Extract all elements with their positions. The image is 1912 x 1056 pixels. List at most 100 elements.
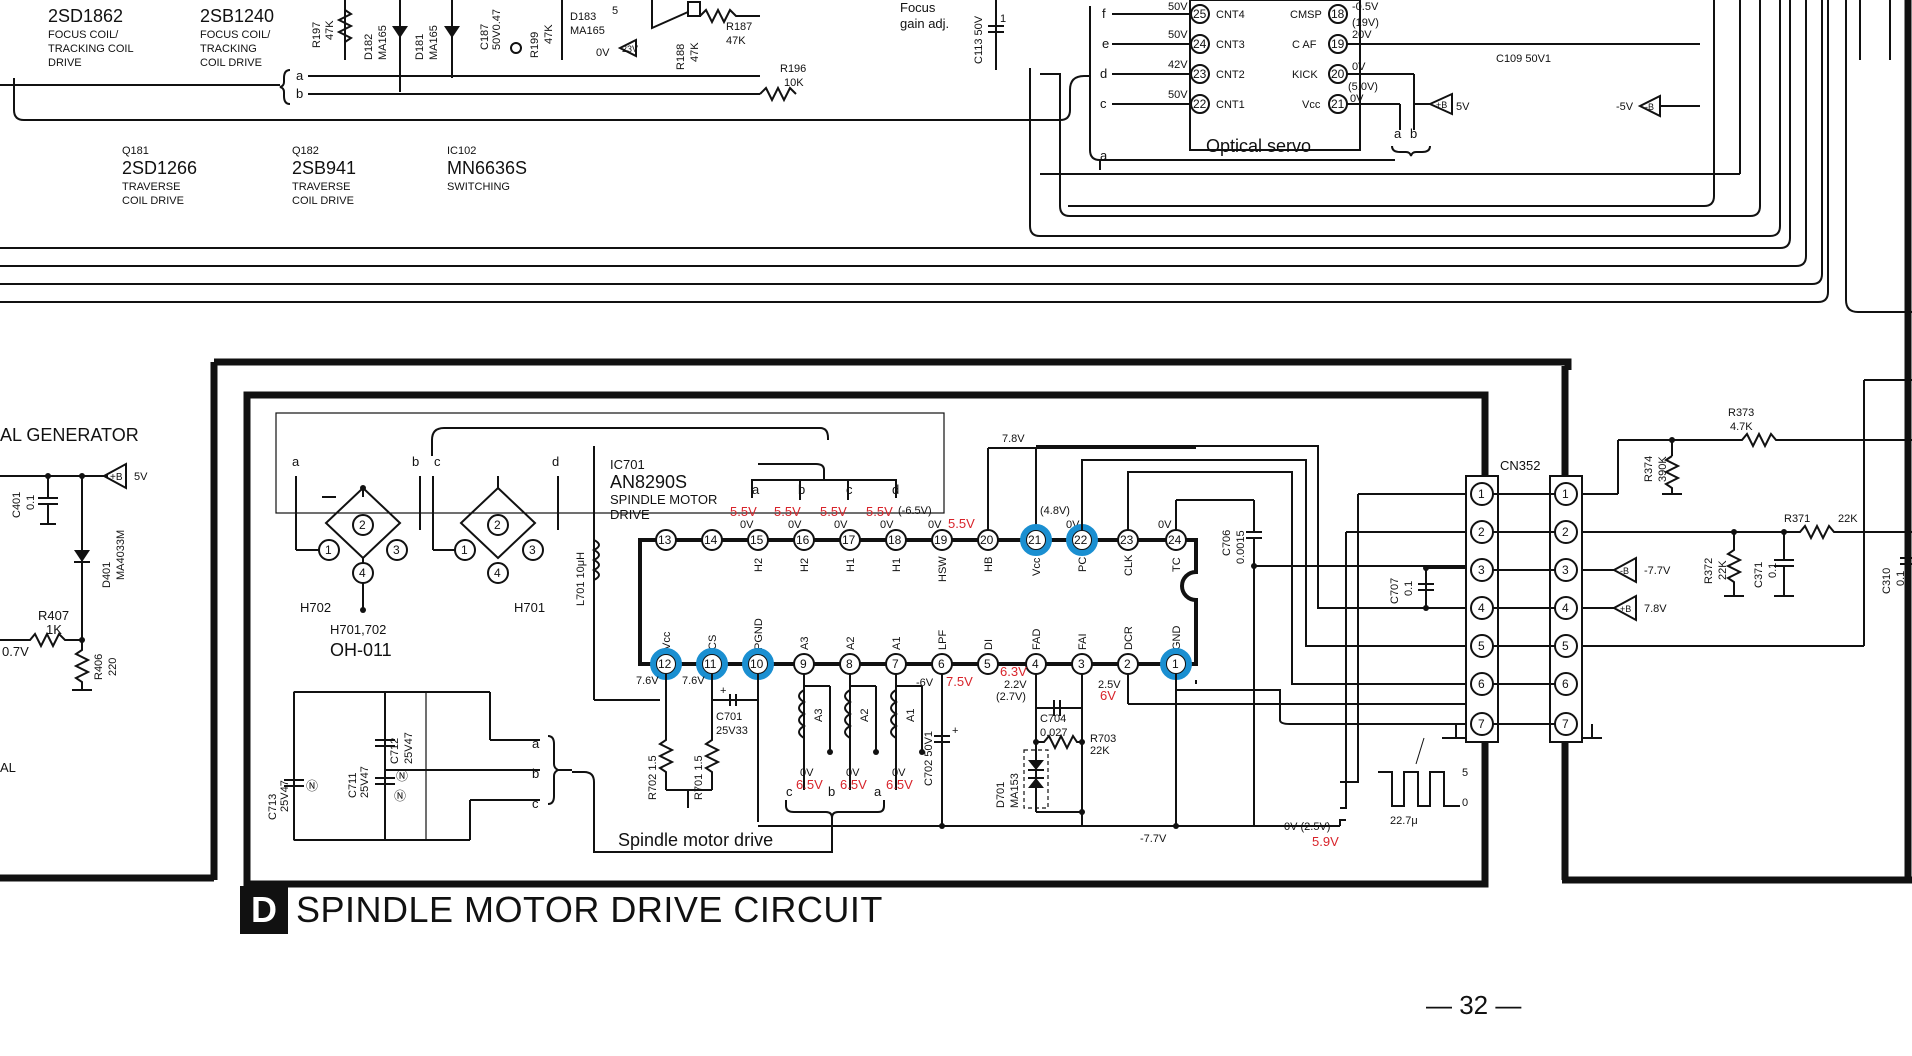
cn-l-5: 5	[1478, 639, 1485, 653]
pin7: 7	[892, 657, 899, 671]
pin-letter-a: a	[752, 482, 760, 497]
v0-25: 0V (2.5V)	[1284, 821, 1330, 833]
cn-r-6: 6	[1562, 677, 1569, 691]
b5v-left: 5V	[134, 471, 148, 483]
cn-r-4: 4	[1562, 601, 1569, 615]
servo-right-pins: CMSP 18 -0.5V (19V) C AF 19 20V C109 50V…	[1290, 1, 1700, 157]
plus-b-label: 23V	[622, 44, 638, 54]
cn-l-7: 7	[1478, 717, 1485, 731]
pin15-label: H2	[753, 558, 765, 572]
pin13: 13	[658, 533, 672, 547]
pin25-name: CNT4	[1216, 9, 1245, 21]
ic701-top-pins: 13 14 15 16 17 18 19 20 21 22 23 24 H2 H…	[655, 447, 1196, 582]
r187-val: 47K	[726, 35, 746, 47]
transistor-labels: Q181 2SD1266 TRAVERSE COIL DRIVE Q182 2S…	[122, 145, 527, 207]
q-part-2: 2SB1240	[200, 6, 274, 26]
pin23-label: CLK	[1123, 554, 1135, 576]
d401p: MA4033M	[115, 530, 127, 580]
c711v: 25V47	[359, 766, 371, 798]
ic102-ref: IC102	[447, 145, 476, 157]
c706: C706	[1221, 530, 1233, 556]
c187-val: 50V0.47	[491, 9, 503, 50]
cn-l-2: 2	[1478, 525, 1485, 539]
c706-c707: C706 0.0015 C707 0.1	[1175, 499, 1434, 611]
coil-v-3: 0V	[892, 767, 906, 779]
coil-letter-b: b	[828, 784, 835, 799]
r406v: 220	[107, 658, 119, 676]
v20: 0V	[1352, 61, 1366, 73]
l701: L701 10μH	[575, 446, 660, 701]
q181-desc2: COIL DRIVE	[122, 195, 184, 207]
c310v: 0.1	[1895, 571, 1907, 586]
r373: R373	[1728, 407, 1754, 419]
top-left-components: R197 47K D182 MA165 D181 MA165 C187 50V0…	[311, 0, 806, 103]
pin20-name: KICK	[1292, 69, 1318, 81]
c371v: 0.1	[1767, 563, 1779, 578]
waveform: 5 0 22.7μ	[1378, 737, 1468, 827]
pin18-label: H1	[891, 558, 903, 572]
r407v: 1K	[46, 622, 62, 637]
pin1-label: GND	[1171, 626, 1183, 651]
pin-letter-b: b	[798, 482, 805, 497]
q182-part: 2SB941	[292, 158, 356, 178]
al-label: AL	[0, 760, 16, 775]
q181-ref: Q181	[122, 145, 149, 157]
red-coil-1: 6.5V	[796, 777, 823, 792]
ic102-part: MN6636S	[447, 158, 527, 178]
ic701-desc1: SPINDLE MOTOR	[610, 492, 717, 507]
letter-c: c	[1100, 96, 1107, 111]
v-e: 50V	[1168, 29, 1188, 41]
letter-a: a	[1100, 148, 1108, 163]
cn352: CN352 1 2 3 4 5 6 7 1 2 3 4 5 6 7	[1442, 458, 1602, 743]
c113-label: C113 50V	[973, 15, 985, 64]
waveform-lo: 0	[1462, 797, 1468, 809]
v-b-2: 7.6V	[682, 675, 705, 687]
circuit-title: D SPINDLE MOTOR DRIVE CIRCUIT	[240, 886, 883, 934]
spindle-frame	[243, 391, 1489, 888]
red-top-1: 5.5V	[730, 504, 757, 519]
pin4: 4	[1032, 657, 1039, 671]
q-desc-1b: TRACKING COIL	[48, 43, 134, 55]
ic-to-connector-wires	[1036, 445, 1476, 809]
pin16: 16	[796, 533, 810, 547]
v-b-6: 2.5V	[1098, 679, 1121, 691]
d182-part: MA165	[377, 25, 389, 60]
coil-a1: A1	[905, 709, 917, 722]
pin4-label: FAD	[1031, 629, 1043, 650]
v-minus77: -7.7V	[1140, 833, 1167, 845]
pin20-label: HB	[983, 557, 995, 572]
r703v: 22K	[1090, 745, 1110, 757]
d182-label: D182	[363, 34, 375, 60]
pin6: 6	[938, 657, 945, 671]
title-letter-badge: D	[240, 886, 288, 934]
d181-label: D181	[414, 34, 426, 60]
c187-label: C187	[479, 24, 491, 50]
c713: C713	[267, 794, 279, 820]
ic701-ref: IC701	[610, 457, 645, 472]
pin7-label: A1	[891, 637, 903, 650]
red-top-5: 5.5V	[948, 516, 975, 531]
ic102-desc: SWITCHING	[447, 181, 510, 193]
c701: C701	[716, 711, 742, 723]
highlighted-pins	[650, 524, 1192, 680]
red-b-2: 6.3V	[1000, 664, 1027, 679]
cn352-label: CN352	[1500, 458, 1540, 473]
abc-b: b	[532, 766, 539, 781]
pin22-name: CNT1	[1216, 99, 1245, 111]
coil-a2: A2	[859, 709, 871, 722]
ic701-part: AN8290S	[610, 472, 687, 492]
v-top-6: (-6.5V)	[898, 505, 932, 517]
r406: R406	[93, 654, 105, 680]
optical-servo-block: Optical servo f 50V 25 CNT4 e 50V 24 CNT…	[1029, 0, 1891, 237]
focus-gain-label: gain adj.	[900, 16, 949, 31]
title-text: SPINDLE MOTOR DRIVE CIRCUIT	[296, 889, 883, 930]
pin24: 24	[1193, 37, 1207, 51]
pin2: 2	[1124, 657, 1131, 671]
red-top-2: 5.5V	[774, 504, 801, 519]
v12-label: 0V	[596, 47, 610, 59]
c706v: 0.0015	[1235, 530, 1247, 564]
pin21-label: Vcc	[1031, 557, 1043, 576]
v-b-3: -6V	[916, 677, 934, 689]
left-section: AL GENERATOR +B 5V C401 0.1 D401 MA4033M…	[0, 425, 148, 775]
cn-r-3: 3	[1562, 563, 1569, 577]
